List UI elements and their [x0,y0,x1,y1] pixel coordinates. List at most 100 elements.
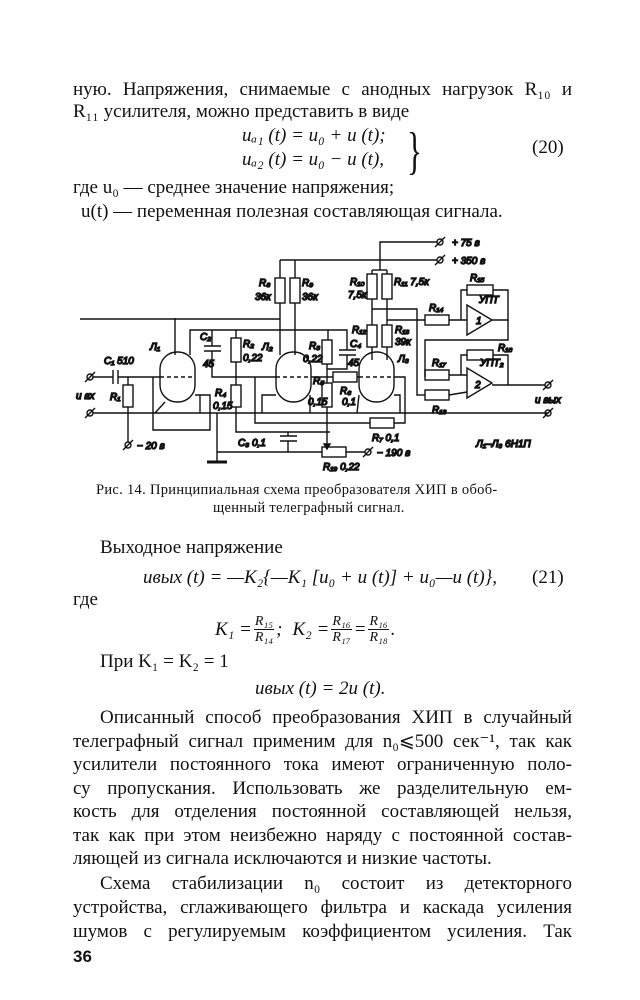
label-r9v: 36к [302,292,319,303]
denominator: R₁₇ [332,630,351,645]
opamp-2 [466,366,494,400]
terminal-350v [434,254,446,266]
label-190v: − 190 в [377,448,410,459]
numerator: R₁₅ [253,614,275,630]
resistor-r6 [332,371,358,383]
label-r6v: 0,1 [342,397,356,408]
equation-line: uₐ₁ (t) = u₀ + u (t); [242,125,386,146]
label-c1: C₁ 510 [104,356,134,367]
label-c2: C₂ [200,332,211,343]
text-line: Выходное напряжение [100,537,283,558]
where-line: где u₀ — среднее значение напряжения; [73,177,395,198]
text-line: ляющей из сигнала исключаются и низкие ч… [73,848,492,869]
label-r12: R₁₂ [352,325,366,336]
supply-rails [279,241,437,278]
text-line: усилители постоянного тока имеют огранич… [73,754,572,775]
circuit-diagram: + 75 в + 350 в R₈ 36к R₉ 36к R₁₀ 7,5к R₁… [75,236,563,474]
page-number: 36 [73,947,92,966]
numerator: R₁₆ [331,614,352,630]
text-line: телеграфный сигнал применим для n₀⩽500 с… [73,731,572,752]
label-upt1: УПТ [478,295,500,306]
label-r13v: 39к [395,337,412,348]
label-l3: Л₃ [397,354,409,365]
resistor-r8 [274,277,286,304]
label-r19: R₁₉ 0,22 [323,462,360,473]
label-r7: R₇ 0,1 [372,433,399,444]
text-line: Схема стабилизации n₀ состоит из детекто… [100,873,572,894]
label-r10v: 7,5к [348,290,368,301]
resistor-r7 [369,417,395,429]
resistor-r19 [321,446,347,458]
separator: ; [276,618,283,640]
resistor-r12 [366,324,378,348]
resistor-r10 [366,273,378,300]
label-r18: R₁₈ [432,405,447,416]
text-line: су пропускания. Использовать же разделит… [73,778,572,799]
label-r3: R₃ [309,341,320,352]
opamp-1 [466,303,494,337]
label-amp1: 1 [476,316,482,327]
label-20v: − 20 в [137,441,165,452]
label-u-out: u вых [535,395,562,406]
label-c4: C₄ [350,339,361,350]
text-line: устройства, сглаживающего фильтра и каск… [73,897,572,918]
label-r14: R₁₄ [429,303,443,314]
k1-label: K₁ = [215,618,252,640]
label-r3v: 0,22 [303,354,323,365]
label-r4: R₄ [215,388,226,399]
label-l1: Л₁ [149,342,160,353]
label-r4v: 0,15 [213,401,233,412]
label-r5v: 0,15 [308,397,328,408]
equation-21: uвых (t) = —K₂{—K₁ [u₀ + u (t)] + u₀—u (… [143,567,497,588]
resistor-r3 [321,339,333,365]
denominator: R₁₄ [254,630,274,645]
result-equation: uвых (t) = 2u (t). [255,678,386,699]
brace: } [406,123,422,180]
label-r11: R₁₁ 7,5к [394,277,430,288]
label-r9: R₉ [302,278,313,289]
where-line: u(t) — переменная полезная составляющая … [81,201,503,222]
resistor-r11 [381,273,393,300]
terminal-output-ground [542,407,554,419]
resistor-r17 [424,369,450,381]
label-u-in: u вх [76,391,96,402]
label-tube-type: Л₁–Л₃ 6Н1П [475,439,532,450]
resistor-r1 [122,384,134,408]
label-c2v: 45 [203,359,215,370]
equals-sign: = [353,618,367,640]
label-r16: R₁₆ [498,343,512,354]
label-75v: + 75 в [452,238,480,249]
label-350v: + 350 в [452,256,485,267]
terminal-75v [434,236,446,248]
terminal-minus20v [122,439,134,451]
terminal-minus190v [362,446,374,458]
resistor-r4 [230,384,242,408]
text-line: кость для отделения постоянной составляю… [73,801,572,822]
resistor-r13 [381,324,393,348]
equation-number: (21) [532,567,564,588]
text-line: При K₁ = K₂ = 1 [100,651,229,672]
equation-number: (20) [532,137,564,158]
label-r8: R₈ [259,278,270,289]
text-line: Описанный способ преобразования ХИП в сл… [100,707,572,728]
label-r8v: 36к [255,292,272,303]
terminal-output [542,379,554,391]
text-line: шумов с регулируемым коэффициентом усиле… [73,921,572,942]
resistor-r9 [289,277,301,304]
numerator: R₁₆ [368,614,389,630]
text-line: R₁₁ усилителя, можно представить в виде [73,101,410,122]
label-c3: C₃ 0,1 [238,438,266,449]
label-r2v: 0,22 [243,353,263,364]
where-line: где [73,589,98,610]
denominator: R₁₈ [369,630,388,645]
label-r2: R₂ [243,339,254,350]
resistor-r15 [466,284,494,296]
label-c4v: 45 [348,358,360,369]
label-r17: R₁₇ [432,358,446,369]
resistor-r14 [424,314,450,326]
label-r6: R₆ [340,386,351,397]
text-line: ную. Напряжения, снимаемые с анодных наг… [73,79,572,100]
